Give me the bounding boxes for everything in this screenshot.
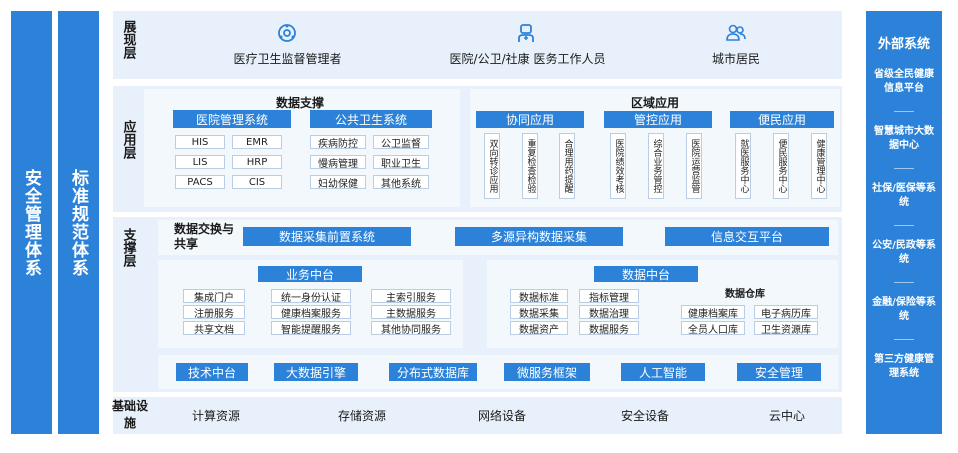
external-separator [894, 168, 914, 169]
business-platform-bar: 业务中台 [258, 266, 362, 282]
exchange-item: 数据采集前置系统 [243, 227, 411, 246]
hospital-item: EMR [232, 135, 282, 149]
public-health-item: 慢病管理 [310, 155, 366, 170]
collab-app-item: 重复检查检验 [522, 133, 538, 199]
exchange-item: 多源异构数据采集 [455, 227, 623, 246]
business-item: 主索引服务 [371, 289, 451, 304]
residents-icon [725, 22, 747, 44]
external-systems-panel: 外部系统 省级全民健康信息平台 智慧城市大数据中心 社保/医保等系统 公安/民政… [866, 11, 942, 434]
external-separator [894, 339, 914, 340]
business-item: 注册服务 [183, 305, 245, 320]
warehouse-item: 全员人口库 [681, 321, 745, 336]
control-app-item: 综合业务管控 [648, 133, 664, 199]
user-supervisor: 医疗卫生监督管理者 [233, 52, 342, 66]
tech-platform-panel [158, 355, 838, 389]
application-layer-label: 应用层 [120, 120, 136, 159]
public-health-item: 公卫监督 [373, 135, 429, 150]
business-item: 健康档案服务 [271, 305, 351, 320]
collab-app-item: 合理用药提醒 [559, 133, 575, 199]
user-medical-staff: 医院/公卫/社康 医务工作人员 [449, 52, 606, 66]
data-platform-item: 数据采集 [510, 305, 568, 320]
control-app-item: 医院运营监管 [686, 133, 702, 199]
data-platform-item: 数据治理 [579, 305, 639, 320]
control-app-item: 医院绩效考核 [610, 133, 626, 199]
tech-item: 人工智能 [621, 363, 705, 381]
convenience-apps-bar: 便民应用 [730, 111, 834, 128]
business-item: 共享文档 [183, 321, 245, 336]
security-management-pillar: 安全管理体系 [11, 11, 52, 434]
standards-pillar: 标准规范体系 [58, 11, 99, 434]
support-layer-label: 支撑层 [120, 228, 136, 267]
collab-app-item: 双向转诊应用 [484, 133, 500, 199]
infra-item: 网络设备 [477, 409, 526, 423]
warehouse-item: 电子病历库 [754, 305, 818, 320]
data-warehouse-title: 数据仓库 [725, 289, 765, 300]
warehouse-item: 卫生资源库 [754, 321, 818, 336]
business-item: 其他协同服务 [371, 321, 451, 336]
data-platform-item: 指标管理 [579, 289, 639, 304]
presentation-layer-label: 展现层 [120, 20, 136, 59]
infra-item: 计算资源 [191, 409, 240, 423]
external-title: 外部系统 [877, 37, 930, 52]
external-item: 公安/民政等系统 [872, 240, 936, 265]
supervisor-icon [276, 22, 298, 44]
exchange-item: 信息交互平台 [665, 227, 829, 246]
user-residents: 城市居民 [711, 52, 760, 66]
regional-apps-title: 区域应用 [630, 96, 679, 110]
tech-item: 分布式数据库 [389, 363, 477, 381]
public-health-bar: 公共卫生系统 [310, 110, 432, 128]
hospital-item: PACS [175, 175, 225, 189]
hospital-item: HIS [175, 135, 225, 149]
business-item: 集成门户 [183, 289, 245, 304]
infra-item: 存储资源 [337, 409, 386, 423]
external-item: 智慧城市大数据中心 [874, 126, 934, 151]
warehouse-item: 健康档案库 [681, 305, 745, 320]
data-platform-item: 数据服务 [579, 321, 639, 336]
external-item: 第三方健康管理系统 [874, 354, 934, 379]
public-health-item: 其他系统 [373, 175, 429, 190]
convenience-app-item: 健康管理中心 [811, 133, 827, 199]
public-health-item: 疾病防控 [310, 135, 366, 150]
tech-item: 微服务框架 [504, 363, 590, 381]
data-support-title: 数据支撑 [275, 96, 324, 110]
public-health-item: 妇幼保健 [310, 175, 366, 190]
collab-apps-bar: 协同应用 [476, 111, 584, 128]
external-item: 社保/医保等系统 [872, 183, 936, 208]
data-exchange-title: 数据交换与共享 [174, 222, 235, 251]
standards-label: 标准规范体系 [68, 168, 88, 277]
convenience-app-item: 就医服务中心 [735, 133, 751, 199]
external-item: 金融/保险等系统 [872, 297, 936, 322]
infra-item: 云中心 [768, 409, 805, 423]
medical-staff-icon [515, 22, 537, 44]
public-health-item: 职业卫生 [373, 155, 429, 170]
external-separator [894, 111, 914, 112]
hospital-item: CIS [232, 175, 282, 189]
data-platform-item: 数据资产 [510, 321, 568, 336]
tech-item: 技术中台 [176, 363, 248, 381]
data-platform-bar: 数据中台 [594, 266, 698, 282]
convenience-app-item: 便民服务中心 [773, 133, 789, 199]
business-item: 统一身份认证 [271, 289, 351, 304]
tech-item: 安全管理 [737, 363, 821, 381]
infrastructure-layer-label: 基础设施 [112, 399, 149, 430]
security-management-label: 安全管理体系 [21, 168, 41, 277]
external-separator [894, 282, 914, 283]
business-item: 主数据服务 [371, 305, 451, 320]
hospital-item: HRP [232, 155, 282, 169]
business-item: 智能提醒服务 [271, 321, 351, 336]
infrastructure-layer [113, 397, 842, 434]
hospital-item: LIS [175, 155, 225, 169]
tech-item: 大数据引擎 [274, 363, 358, 381]
hospital-system-bar: 医院管理系统 [173, 110, 291, 128]
infra-item: 安全设备 [620, 409, 669, 423]
external-separator [894, 225, 914, 226]
control-apps-bar: 管控应用 [604, 111, 712, 128]
presentation-layer [113, 11, 842, 79]
data-platform-item: 数据标准 [510, 289, 568, 304]
external-item: 省级全民健康信息平台 [874, 69, 934, 94]
